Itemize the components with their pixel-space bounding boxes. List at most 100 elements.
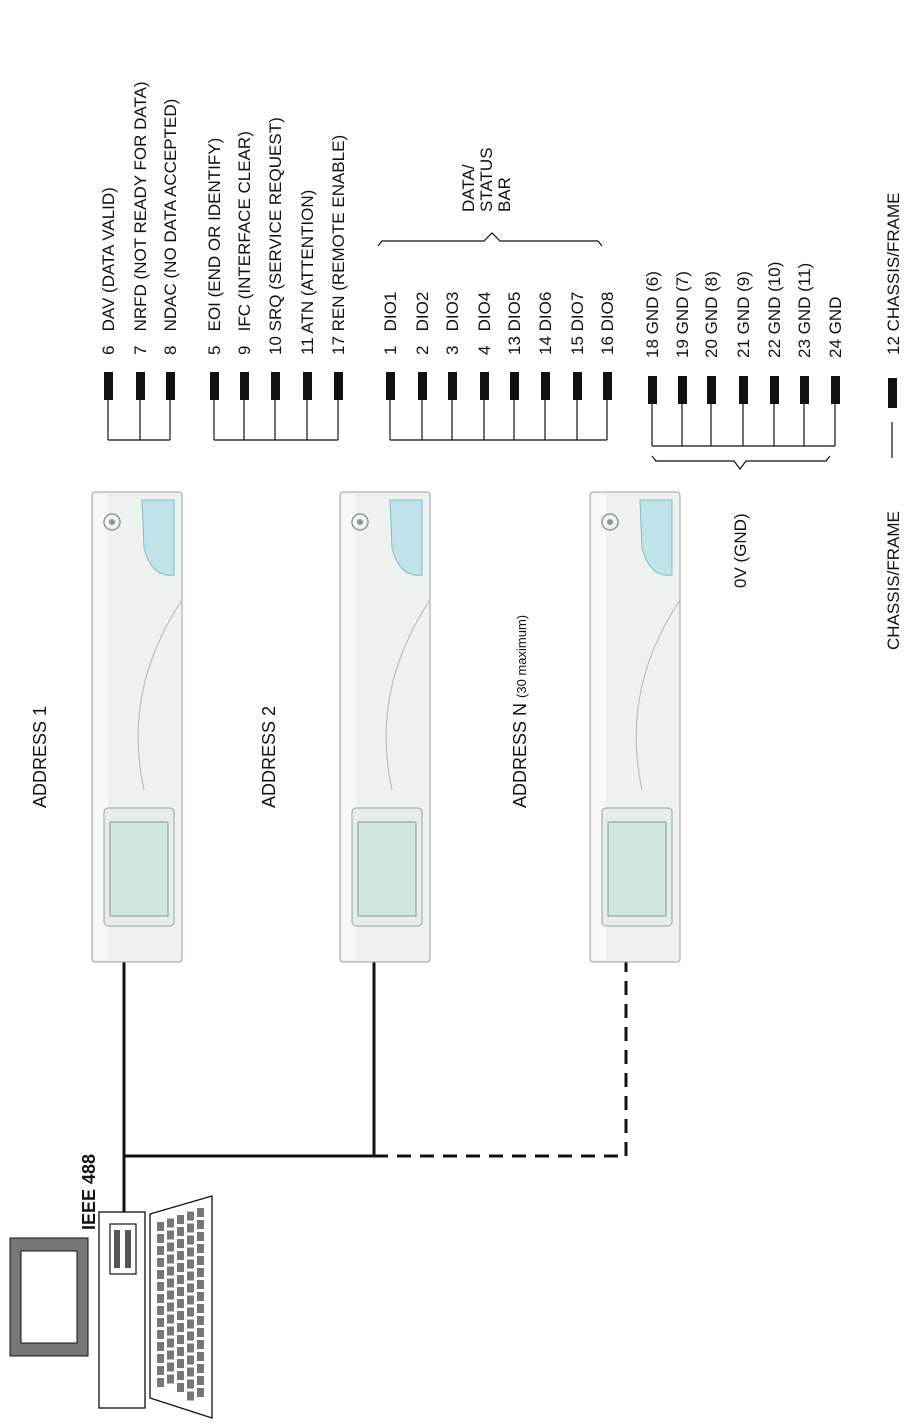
device-1-label: ADDRESS 1 [30, 706, 50, 808]
pin-label: 14 DIO6 [536, 292, 555, 355]
device-badge [639, 499, 673, 576]
key [187, 1379, 194, 1389]
key [197, 1316, 204, 1325]
pin-label: 6 DAV (DATA VALID) [99, 187, 118, 355]
key [157, 1258, 164, 1267]
device-badge [389, 499, 423, 576]
pin-marker [210, 372, 219, 400]
key [197, 1280, 204, 1289]
pin-label: 8 NDAC (NO DATA ACCEPTED) [161, 99, 180, 355]
key [177, 1227, 184, 1236]
keyboard-keys [157, 1208, 204, 1401]
pin-label: 22 GND (10) [765, 262, 784, 358]
key [197, 1340, 204, 1349]
key [157, 1318, 164, 1327]
data-bar-label-line-2: STATUS [477, 147, 496, 212]
key [157, 1282, 164, 1291]
key [187, 1331, 194, 1341]
display-screen [357, 821, 417, 917]
device-curve [137, 599, 183, 791]
key [187, 1295, 194, 1305]
devices [91, 491, 681, 963]
pin-label: 7 NRFD (NOT READY FOR DATA) [131, 81, 150, 355]
pin-marker [480, 372, 489, 400]
monitor-screen [20, 1250, 78, 1344]
key [197, 1268, 204, 1277]
pin-group-handshake: 6 DAV (DATA VALID) 7 NRFD (NOT READY FOR … [99, 81, 180, 441]
device-curve [385, 599, 431, 791]
key [177, 1347, 184, 1356]
key [157, 1342, 164, 1351]
key [177, 1323, 184, 1332]
pin-groups: 6 DAV (DATA VALID) 7 NRFD (NOT READY FOR … [99, 81, 845, 447]
pin-label: 23 GND (11) [795, 263, 814, 358]
logo-center [109, 519, 115, 525]
key [157, 1378, 164, 1387]
chassis-left-label: CHASSIS/FRAME [884, 511, 903, 650]
pin-label: 11 ATN (ATTENTION) [298, 190, 317, 355]
pin-label: 16 DIO8 [598, 292, 617, 355]
key [187, 1247, 194, 1257]
chassis-pin-label: 12 CHASSIS/FRAME [884, 193, 903, 356]
pin-marker [136, 372, 145, 400]
key [157, 1270, 164, 1279]
pin-marker [678, 376, 687, 404]
device-3-relay [589, 491, 681, 963]
drive-bay [109, 1223, 137, 1275]
pin-label: 10 SRQ (SERVICE REQUEST) [266, 117, 285, 355]
key [167, 1350, 174, 1360]
key [167, 1302, 174, 1312]
key [187, 1343, 194, 1353]
drive-slot-2 [125, 1230, 131, 1268]
chassis-pin [888, 378, 897, 408]
key [167, 1326, 174, 1336]
device-curve [635, 599, 681, 791]
pin-marker [510, 372, 519, 400]
logo-center [357, 519, 363, 525]
pin-marker [418, 372, 427, 400]
pin-label: 13 DIO5 [505, 292, 524, 355]
key [187, 1319, 194, 1329]
key [197, 1220, 204, 1229]
key [197, 1244, 204, 1253]
key [197, 1352, 204, 1361]
pin-label: 3 DIO3 [443, 292, 462, 355]
key [157, 1246, 164, 1255]
ground-group-label: 0V (GND) [731, 513, 750, 588]
key [197, 1304, 204, 1313]
key [157, 1354, 164, 1363]
pin-marker [770, 376, 779, 404]
key [177, 1371, 184, 1380]
key [167, 1290, 174, 1300]
pin-marker [448, 372, 457, 400]
pin-label: 5 EOI (END OR IDENTIFY) [205, 138, 224, 355]
key [167, 1254, 174, 1264]
pin-marker [831, 376, 840, 404]
key [177, 1287, 184, 1296]
key [177, 1239, 184, 1248]
device-badge [141, 499, 175, 576]
logo-center [607, 519, 613, 525]
pin-marker [240, 372, 249, 400]
key [187, 1367, 194, 1377]
key [187, 1307, 194, 1317]
device-n-note: (30 maximum) [514, 615, 529, 698]
key [177, 1311, 184, 1320]
pin-marker [603, 372, 612, 400]
key [157, 1366, 164, 1375]
key [167, 1362, 174, 1372]
display-screen [109, 821, 169, 917]
key [167, 1242, 174, 1252]
pin-group-ground: 18 GND (6)19 GND (7)20 GND (8)21 GND (9)… [643, 262, 845, 447]
pin-label: 4 DIO4 [475, 292, 494, 355]
key [187, 1283, 194, 1293]
key [197, 1364, 204, 1373]
key [157, 1222, 164, 1231]
data-bar-label-line-1: DATA/ [459, 164, 478, 212]
pin-marker [707, 376, 716, 404]
key [167, 1314, 174, 1324]
key [187, 1271, 194, 1281]
bus-lines [122, 962, 628, 1212]
drive-slot-1 [114, 1230, 120, 1268]
